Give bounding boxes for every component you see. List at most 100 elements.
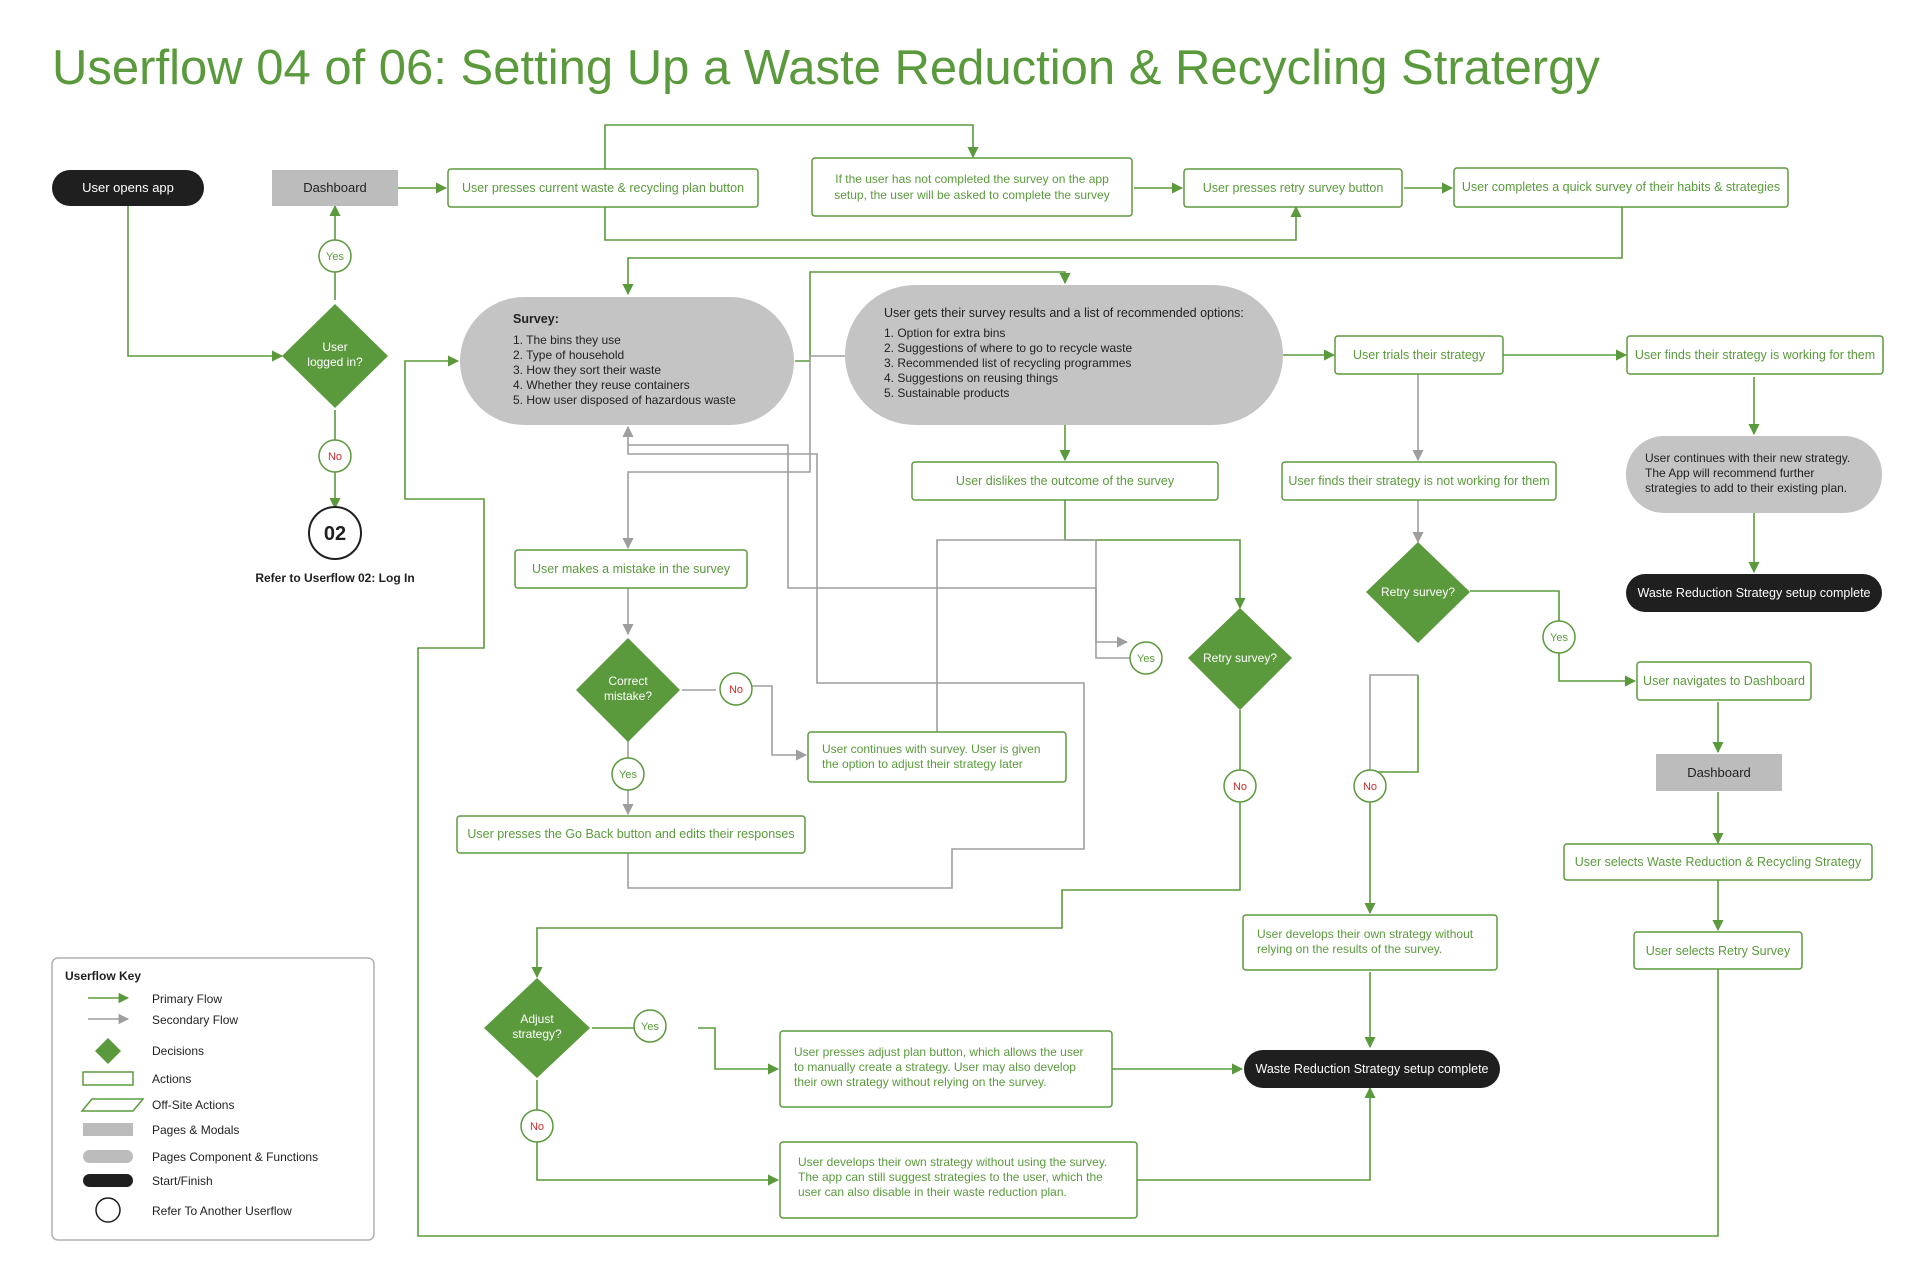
action-go-back: User presses the Go Back button and edit… bbox=[456, 815, 806, 854]
no-label: No bbox=[1233, 781, 1247, 793]
survey-title: Survey: bbox=[513, 312, 559, 326]
component-survey: Survey: 1. The bins they use 2. Type of … bbox=[460, 297, 794, 425]
yes-label: Yes bbox=[1550, 632, 1568, 644]
action-develops-without: User develops their own strategy without… bbox=[779, 1141, 1138, 1219]
flow-retry-a-yes-to-survey bbox=[628, 444, 1162, 659]
userflow-key: Userflow Key Primary Flow Secondary Flow… bbox=[51, 957, 375, 1241]
key-item-label: Decisions bbox=[152, 1044, 204, 1058]
action-working-label: User finds their strategy is working for… bbox=[1635, 348, 1875, 362]
key-refer-icon bbox=[95, 1197, 121, 1223]
flow-continues-survey-loop bbox=[936, 539, 1129, 732]
decision-adjust-line-2: strategy? bbox=[512, 1027, 562, 1041]
develops-without-line: user can also disable in their waste red… bbox=[798, 1185, 1067, 1199]
no-label: No bbox=[328, 451, 342, 463]
decision-logged-in-line-2: logged in? bbox=[307, 355, 363, 369]
action-navigates-label: User navigates to Dashboard bbox=[1643, 674, 1805, 688]
key-item-label: Secondary Flow bbox=[152, 1013, 238, 1027]
continues-survey-line-2: the option to adjust their strategy late… bbox=[822, 757, 1023, 771]
flow-plan-up-to-prompt bbox=[604, 124, 979, 169]
action-press-plan: User presses current waste & recycling p… bbox=[447, 168, 759, 208]
yes-circle-adjust: Yes bbox=[633, 1009, 667, 1043]
key-action-icon bbox=[82, 1071, 134, 1086]
no-label: No bbox=[530, 1121, 544, 1133]
key-title: Userflow Key bbox=[65, 969, 141, 983]
flow-go-back-loop bbox=[622, 425, 1085, 889]
decision-correct-mistake: Correct mistake? bbox=[576, 638, 680, 742]
no-circle-login: No bbox=[318, 439, 352, 473]
key-item-label: Refer To Another Userflow bbox=[152, 1204, 292, 1218]
flow-retry-b-to-yes bbox=[1470, 590, 1560, 622]
action-mistake-label: User makes a mistake in the survey bbox=[532, 562, 731, 576]
key-item-label: Pages & Modals bbox=[152, 1123, 239, 1137]
results-item: 2. Suggestions of where to go to recycle… bbox=[884, 341, 1132, 355]
component-results: User gets their survey results and a lis… bbox=[845, 285, 1283, 425]
yes-circle-retry-a: Yes bbox=[1129, 641, 1163, 675]
no-circle-retry-b: No bbox=[1353, 769, 1387, 803]
finish-node-right-label: Waste Reduction Strategy setup complete bbox=[1638, 586, 1871, 600]
flow-no-to-continues-survey bbox=[746, 685, 808, 761]
action-trials-label: User trials their strategy bbox=[1353, 348, 1486, 362]
no-circle-retry-a: No bbox=[1223, 769, 1257, 803]
action-navigates-dashboard: User navigates to Dashboard bbox=[1636, 661, 1812, 701]
continues-new-line: User continues with their new strategy. bbox=[1645, 451, 1850, 465]
flow-plan-down-to-retry bbox=[604, 205, 1302, 241]
key-start-finish-icon bbox=[83, 1174, 133, 1187]
key-page-modal-icon bbox=[83, 1123, 133, 1136]
decision-logged-in: User logged in? bbox=[282, 304, 388, 408]
yes-circle-retry-b: Yes bbox=[1542, 620, 1576, 654]
flow-yes-to-adjust-plan bbox=[698, 1027, 780, 1075]
decision-logged-in-line-1: User bbox=[322, 340, 347, 354]
action-press-plan-label: User presses current waste & recycling p… bbox=[462, 181, 744, 195]
dashboard-top-node: Dashboard bbox=[272, 170, 398, 206]
flow-results-to-mistake bbox=[622, 355, 847, 550]
develops-own-line-1: User develops their own strategy without bbox=[1257, 927, 1474, 941]
dashboard-bottom-node: Dashboard bbox=[1656, 754, 1782, 791]
action-quick-survey-label: User completes a quick survey of their h… bbox=[1462, 180, 1780, 194]
yes-label: Yes bbox=[1137, 653, 1155, 665]
action-press-retry-label: User presses retry survey button bbox=[1203, 181, 1384, 195]
adjust-plan-line: their own strategy without relying on th… bbox=[794, 1075, 1047, 1089]
flow-retry-loop-back bbox=[404, 355, 1719, 1237]
start-node-label: User opens app bbox=[82, 180, 174, 195]
action-dislikes-label: User dislikes the outcome of the survey bbox=[956, 474, 1175, 488]
action-trials: User trials their strategy bbox=[1334, 335, 1504, 375]
refer-label: Refer to Userflow 02: Log In bbox=[255, 571, 414, 585]
survey-item: 1. The bins they use bbox=[513, 333, 621, 347]
flow-start-to-login bbox=[127, 204, 284, 362]
key-decision-icon bbox=[95, 1038, 121, 1064]
key-item-label: Start/Finish bbox=[152, 1174, 213, 1188]
action-selects-retry-label: User selects Retry Survey bbox=[1646, 944, 1791, 958]
decision-retry-a: Retry survey? bbox=[1188, 608, 1292, 710]
refer-userflow-02: 02 Refer to Userflow 02: Log In bbox=[255, 506, 415, 585]
yes-label: Yes bbox=[641, 1021, 659, 1033]
continues-new-line: strategies to add to their existing plan… bbox=[1645, 481, 1847, 495]
decision-adjust-line-1: Adjust bbox=[520, 1012, 554, 1026]
decision-correct-line-1: Correct bbox=[608, 674, 648, 688]
refer-badge-number: 02 bbox=[324, 523, 346, 545]
key-page-component-icon bbox=[83, 1150, 133, 1163]
results-item: 4. Suggestions on reusing things bbox=[884, 371, 1058, 385]
survey-item: 4. Whether they reuse containers bbox=[513, 378, 690, 392]
decision-retry-b: Retry survey? bbox=[1366, 542, 1470, 643]
key-item-label: Off-Site Actions bbox=[152, 1098, 234, 1112]
action-selects-waste-label: User selects Waste Reduction & Recycling… bbox=[1575, 855, 1862, 869]
action-not-working-label: User finds their strategy is not working… bbox=[1288, 474, 1549, 488]
page-title: Userflow 04 of 06: Setting Up a Waste Re… bbox=[52, 41, 1600, 95]
action-dislikes: User dislikes the outcome of the survey bbox=[911, 461, 1219, 501]
flow-yes-to-navigates bbox=[1558, 652, 1637, 687]
survey-item: 3. How they sort their waste bbox=[513, 363, 661, 377]
survey-prompt-line-1: If the user has not completed the survey… bbox=[835, 172, 1109, 186]
action-mistake: User makes a mistake in the survey bbox=[514, 549, 748, 589]
action-survey-prompt: If the user has not completed the survey… bbox=[811, 157, 1133, 217]
develops-without-line: The app can still suggest strategies to … bbox=[798, 1170, 1103, 1184]
yes-circle-login: Yes bbox=[318, 239, 352, 273]
no-circle-adjust: No bbox=[520, 1109, 554, 1143]
finish-node-right: Waste Reduction Strategy setup complete bbox=[1626, 574, 1882, 612]
flow-no-to-adjust bbox=[531, 802, 1241, 979]
action-continues-survey: User continues with survey. User is give… bbox=[807, 731, 1067, 783]
flow-no-to-develops-without bbox=[536, 1142, 780, 1186]
action-press-retry: User presses retry survey button bbox=[1183, 168, 1403, 208]
yes-label: Yes bbox=[326, 251, 344, 263]
flow-develops-without-to-complete bbox=[1137, 1086, 1376, 1181]
